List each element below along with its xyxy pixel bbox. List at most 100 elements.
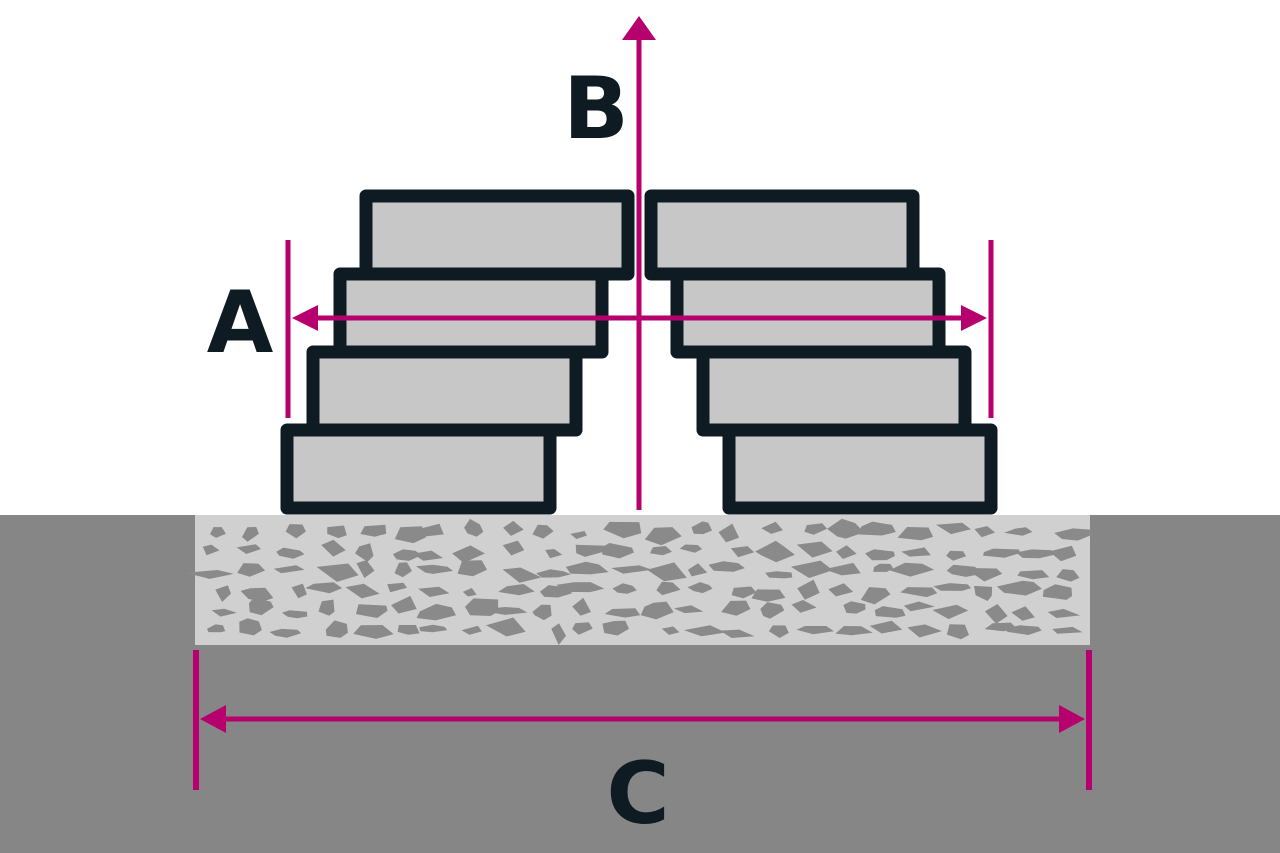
gravel-chunk: [860, 587, 891, 605]
gravel-chunk: [416, 603, 456, 621]
gravel-chunks: [185, 518, 1093, 645]
gravel-chunk: [565, 561, 609, 575]
dimension-c-left-arrowhead: [200, 705, 226, 733]
right-stack: [644, 189, 998, 515]
gravel-chunk: [889, 562, 935, 577]
gravel-chunk: [486, 617, 526, 637]
gravel-chunk: [285, 524, 306, 539]
gravel-chunk: [933, 583, 972, 591]
gravel-chunk: [901, 547, 931, 557]
gravel-chunk: [417, 523, 444, 537]
gravel-chunk: [903, 601, 935, 612]
dimension-a-left-arrowhead: [292, 305, 318, 331]
gravel-chunk: [824, 562, 861, 576]
gravel-chunk: [900, 587, 938, 598]
gravel-chunk: [804, 523, 828, 535]
label-c: C: [606, 744, 669, 844]
gravel-chunk: [612, 583, 637, 594]
gravel-chunk: [545, 549, 563, 559]
gravel-chunk: [751, 589, 786, 602]
gravel-chunk: [452, 545, 485, 563]
gravel-chunk: [647, 562, 687, 582]
gravel-chunk: [1016, 549, 1054, 559]
gravel-chunk: [536, 569, 571, 578]
right-stack-stone-4: [644, 189, 920, 281]
gravel-chunk: [305, 582, 343, 594]
label-b: B: [563, 59, 629, 159]
gravel-chunk: [604, 608, 641, 618]
gravel-chunk: [239, 618, 262, 636]
gravel-chunk: [835, 626, 873, 636]
gravel-chunk: [688, 563, 708, 577]
gravel-chunk: [683, 625, 726, 637]
gravel-chunk: [974, 568, 1003, 582]
gravel-chunk: [355, 604, 388, 618]
gravel-chunk: [1003, 625, 1042, 635]
gravel-chunk: [1004, 527, 1033, 536]
dimension-b: [622, 16, 656, 510]
gravel-chunk: [502, 540, 525, 556]
gravel-chunk: [572, 597, 591, 616]
gravel-chunk: [273, 565, 305, 574]
gravel-chunk: [416, 564, 453, 574]
gravel-chunk: [768, 625, 789, 638]
gravel-chunk: [202, 544, 220, 556]
gravel-chunk: [974, 526, 996, 538]
gravel-chunk: [656, 581, 681, 596]
gravel-chunk: [242, 526, 259, 542]
gravel-chunk: [418, 586, 450, 597]
gravel-chunk: [843, 601, 866, 614]
gravel-chunk: [731, 586, 757, 599]
left-stack-stone-2: [306, 345, 583, 437]
gravel-chunk: [394, 562, 412, 578]
gravel-chunk: [679, 544, 703, 553]
gravel-chunk: [611, 565, 653, 574]
gravel-chunk: [936, 522, 971, 535]
gravel-chunk: [974, 585, 993, 601]
gravel-chunk: [327, 525, 347, 539]
gravel-chunk: [394, 526, 426, 544]
gravel-chunk: [457, 560, 487, 577]
gravel-chunk: [996, 580, 1042, 596]
gravel-chunk: [532, 604, 552, 621]
right-stack-stone-3: [670, 267, 946, 359]
gravel-chunk: [570, 531, 587, 539]
dimension-c: [193, 650, 1092, 790]
gravel-chunk: [1011, 606, 1035, 621]
gravel-chunk: [1052, 626, 1083, 634]
gravel-chunk: [691, 521, 713, 535]
gravel-chunk: [291, 583, 307, 599]
gravel-chunk: [240, 587, 274, 602]
gravel-chunk: [387, 582, 407, 593]
gravel-chunk: [827, 518, 865, 539]
gravel-chunk: [796, 541, 833, 558]
right-stack-stone-2: [696, 345, 972, 437]
gravel-chunk: [761, 521, 783, 534]
gravel-chunk: [1047, 608, 1081, 618]
gravel-chunk: [318, 599, 335, 616]
gravel-chunk: [1042, 584, 1072, 600]
gravel-chunk: [907, 624, 942, 638]
gravel-chunk: [269, 628, 302, 638]
gravel-chunk: [551, 623, 566, 645]
gravel-chunk: [503, 520, 524, 536]
gravel-chunk: [755, 540, 795, 563]
gravel-chunk: [556, 582, 605, 593]
gravel-chunk: [236, 544, 261, 554]
gravel-chunk: [211, 608, 237, 617]
gravel-chunk: [572, 622, 593, 635]
gravel-chunk: [760, 602, 785, 619]
gravel-chunk: [602, 620, 629, 636]
gravel-chunk: [360, 524, 387, 537]
gravel-chunk: [412, 550, 444, 561]
gravel-chunk: [532, 524, 554, 539]
gravel-chunk: [791, 600, 817, 613]
gravel-chunk: [984, 604, 1008, 624]
gravel-chunk: [464, 518, 484, 537]
gravel-chunk: [603, 521, 642, 539]
gravel-chunk: [790, 560, 833, 578]
gravel-chunk: [673, 605, 704, 614]
gravel-chunk: [249, 598, 274, 616]
gravel-chunk: [575, 544, 608, 557]
gravel-chunk: [718, 523, 740, 543]
